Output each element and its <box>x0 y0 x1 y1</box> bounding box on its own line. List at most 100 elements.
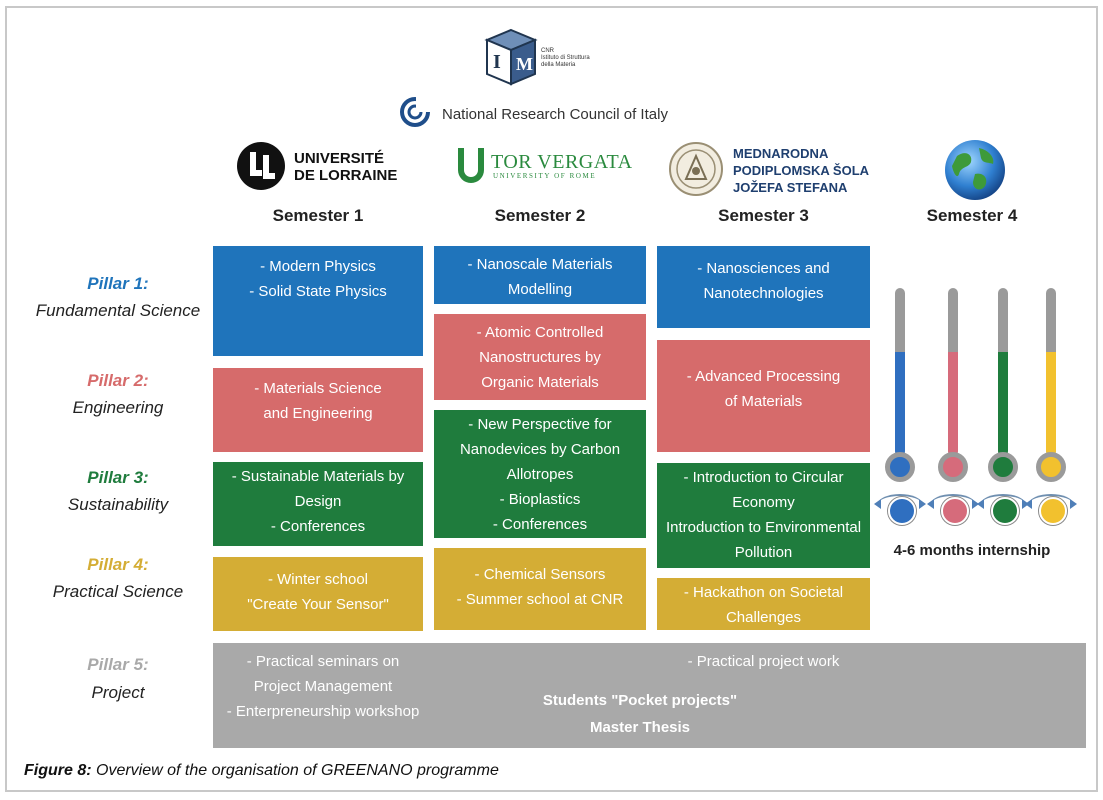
figure-caption: Figure 8: Overview of the organisation o… <box>24 762 499 780</box>
cell-line: - Bioplastics <box>499 491 581 508</box>
cell-s3-pillar4: - Hackathon on Societal Challenges <box>657 578 870 630</box>
cell-line: Design <box>294 493 342 510</box>
torvergata-name: TOR VERGATA <box>491 151 633 173</box>
cell-line: Allotropes <box>506 466 574 483</box>
mps-name: PODIPLOMSKA ŠOLA <box>733 163 870 178</box>
project-row <box>213 643 1086 748</box>
cell-line: - Atomic Controlled <box>476 324 604 341</box>
cnr-label: National Research Council of Italy <box>442 106 668 123</box>
semester-2-header: Semester 2 <box>494 206 586 225</box>
cell-line: - Sustainable Materials by <box>231 468 405 485</box>
caption-text: Overview of the organisation of GREENANO… <box>91 762 499 779</box>
cell-line: - Nanoscale Materials <box>467 256 613 273</box>
thermometer-bulb <box>938 452 968 482</box>
mps-name: MEDNARODNA <box>733 146 829 161</box>
cell-line: - New Perspective for <box>468 416 612 433</box>
cell-s3-pillar3: - Introduction to Circular Economy Intro… <box>657 463 870 568</box>
cell-s2-pillar4: - Chemical Sensors - Summer school at CN… <box>434 548 646 630</box>
pillar-4-subtitle: Practical Science <box>52 582 184 601</box>
arrow-left-icon <box>1025 499 1032 509</box>
project-bold-line: Master Thesis <box>589 719 691 736</box>
cell-line: - Conferences <box>492 516 588 533</box>
pillar-4-title: Pillar 4: <box>87 555 149 574</box>
cell-s2-pillar2: - Atomic Controlled Nanostructures by Or… <box>434 314 646 400</box>
cell-line: - Chemical Sensors <box>474 566 606 583</box>
cell-line: Nanotechnologies <box>703 285 824 302</box>
cell-line: and Engineering <box>263 405 373 422</box>
lorraine-name: DE LORRAINE <box>294 167 398 184</box>
thermometer-bulb <box>1036 452 1066 482</box>
arrow-left-icon <box>927 499 934 509</box>
semester-1-header: Semester 1 <box>272 206 364 225</box>
pillar-2-subtitle: Engineering <box>72 398 164 417</box>
cell-s1-pillar4: - Winter school "Create Your Sensor" <box>213 557 423 631</box>
arrow-right-icon <box>1070 499 1077 509</box>
cell-line: Pollution <box>734 544 793 561</box>
dial-arc-icon <box>931 494 975 514</box>
mps-seal-icon <box>669 142 723 196</box>
cell-s1-pillar1: - Modern Physics - Solid State Physics <box>213 246 423 356</box>
thermometer-bulb <box>885 452 915 482</box>
pillar-2-title: Pillar 2: <box>87 371 149 390</box>
cell-line: - Hackathon on Societal <box>683 584 844 601</box>
thermometer-level <box>998 352 1008 456</box>
cell-s1-pillar2: - Materials Science and Engineering <box>213 368 423 452</box>
pillar-5-subtitle: Project <box>91 683 145 702</box>
thermometer-level <box>1046 352 1056 456</box>
cell-s3-pillar2: - Advanced Processing of Materials <box>657 340 870 452</box>
cell-s3-pillar1: - Nanosciences and Nanotechnologies <box>657 246 870 328</box>
cell-line: - Summer school at CNR <box>456 591 624 608</box>
thermometer-icon <box>895 288 905 456</box>
cell-line: - Nanosciences and <box>697 260 830 277</box>
cell-line: Economy <box>732 494 795 511</box>
globe-icon <box>945 140 1005 200</box>
arrow-left-icon <box>977 499 984 509</box>
ism-logo: I M CNR Istituto di Struttura della Mate… <box>483 28 623 88</box>
mps-name: JOŽEFA STEFANA <box>733 180 848 195</box>
svg-text:I: I <box>493 51 501 73</box>
thermometer-icon <box>1046 288 1056 456</box>
project-line: - Practical seminars on <box>246 653 400 670</box>
thermometer-level <box>895 352 905 456</box>
semester-3-header: Semester 3 <box>718 206 809 225</box>
figure-frame <box>5 6 1098 792</box>
arrow-left-icon <box>874 499 881 509</box>
cell-line: - Materials Science <box>254 380 382 397</box>
pillar-3-subtitle: Sustainability <box>67 495 169 514</box>
cell-line: - Winter school <box>267 571 369 588</box>
project-line: - Enterpreneurship workshop <box>226 703 420 720</box>
thermometer-icon <box>948 288 958 456</box>
cell-line: Organic Materials <box>481 374 599 391</box>
cell-s2-pillar1: - Nanoscale Materials Modelling <box>434 246 646 304</box>
internship-label: 4-6 months internship <box>893 542 1051 559</box>
torvergata-sub: UNIVERSITY OF ROME <box>493 172 597 180</box>
project-bold-line: Students "Pocket projects" <box>542 692 738 709</box>
cell-line: "Create Your Sensor" <box>247 596 389 613</box>
ism-text-line: Istituto di Struttura <box>541 55 590 61</box>
cell-s1-pillar3: - Sustainable Materials by Design - Conf… <box>213 462 423 546</box>
dial-arc-icon <box>981 494 1025 514</box>
dial-arc-icon <box>1029 494 1073 514</box>
cell-line: Nanodevices by Carbon <box>459 441 621 458</box>
semester-4-header: Semester 4 <box>926 206 1018 225</box>
ism-text-line: CNR <box>541 48 554 54</box>
cell-line: - Conferences <box>270 518 366 535</box>
cell-line: - Introduction to Circular <box>683 469 844 486</box>
caption-label: Figure 8: <box>24 762 92 779</box>
thermometer-icon <box>998 288 1008 456</box>
arrow-right-icon <box>919 499 926 509</box>
arrow-right-icon <box>972 499 979 509</box>
dial-icon <box>941 497 969 525</box>
pillar-5-title: Pillar 5: <box>87 655 149 674</box>
cell-line: Modelling <box>507 281 573 298</box>
cell-line: - Modern Physics <box>260 258 376 275</box>
cell-line: Challenges <box>725 609 802 626</box>
thermometer-bulb <box>988 452 1018 482</box>
pillar-1-title: Pillar 1: <box>87 274 149 293</box>
project-line: - Practical project work <box>687 653 840 670</box>
lorraine-logo-icon <box>237 142 285 190</box>
svg-text:M: M <box>516 54 533 74</box>
dial-arc-icon <box>878 494 922 514</box>
ism-logo-icon: I M <box>484 28 538 86</box>
dial-icon <box>1039 497 1067 525</box>
